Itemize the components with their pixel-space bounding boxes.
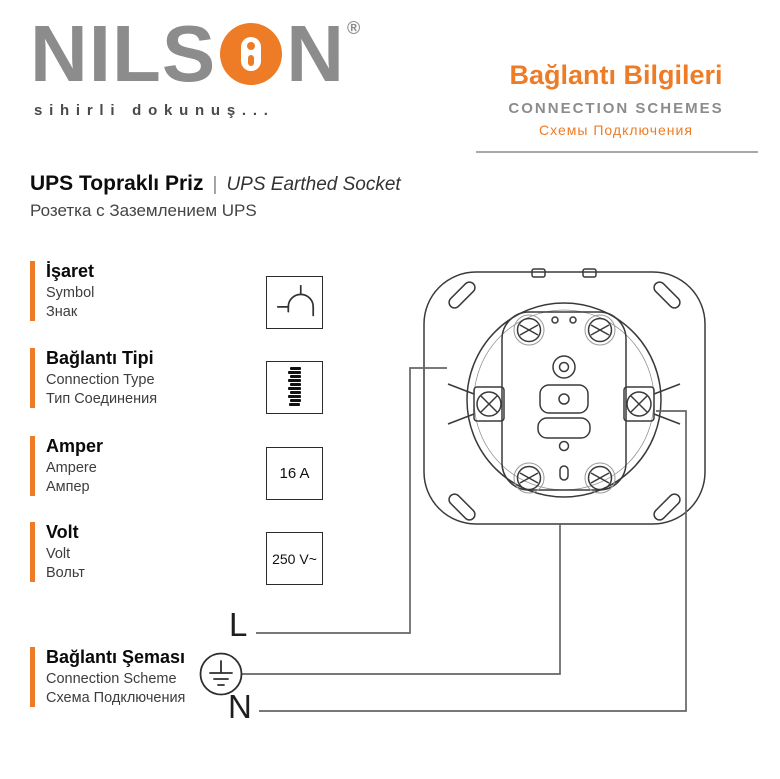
plug-icon (241, 37, 262, 71)
header-title-tr: Bağlantı Bilgileri (509, 60, 723, 90)
spec-title-tr: Volt (46, 522, 79, 542)
screw-bottom-right (584, 462, 616, 494)
spec-title-tr: Bağlantı Tipi (46, 348, 154, 368)
header-divider-line (476, 151, 758, 153)
spec-row-connection-scheme: Bağlantı Şeması Connection Scheme Схема … (30, 647, 186, 708)
title-divider: | (212, 174, 218, 195)
nilson-logo: NILS N ® sihirli dokunuş... (30, 9, 361, 120)
ampere-value-box: 16 A (266, 447, 323, 500)
screw-top-right (584, 314, 616, 346)
symbol-value-box (266, 276, 323, 329)
spec-title-tr: Bağlantı Şeması (46, 647, 186, 667)
neutral-terminal-label: N (228, 688, 252, 725)
spec-sub-en: Connection Scheme (46, 671, 177, 687)
center-pilot-hole (552, 355, 576, 379)
logo-text-right: N (286, 9, 346, 98)
spec-sub-ru: Схема Подключения (46, 689, 186, 706)
logo-o-plug-icon (220, 23, 283, 85)
corner-slot (653, 281, 681, 309)
connection-type-value-box (266, 361, 323, 414)
registered-mark: ® (347, 18, 361, 38)
header-title-en: CONNECTION SCHEMES (508, 100, 724, 117)
mechanism-body-circle (466, 302, 662, 498)
product-title-tr: UPS Topraklı Priz (30, 172, 204, 195)
screw-top-left (513, 314, 545, 346)
spec-sub-ru: Знак (46, 303, 78, 320)
spec-sub-en: Ampere (46, 460, 97, 476)
product-title-ru: Розетка с Заземлением UPS (30, 201, 257, 220)
logo-text-left: NILS (30, 9, 217, 98)
spec-sub-ru: Ампер (46, 478, 90, 495)
spec-sub-en: Symbol (46, 285, 95, 301)
logo-row: NILS N ® (30, 9, 361, 98)
connection-schemes-header: Bağlantı Bilgileri CONNECTION SCHEMES Сх… (472, 60, 760, 138)
spec-sub-ru: Тип Соединения (46, 390, 158, 407)
corner-slot (448, 281, 476, 309)
volt-value-box: 250 V~ (266, 532, 323, 585)
product-title: UPS Topraklı Priz | UPS Earthed Socket (30, 172, 401, 196)
socket-symbol-icon (276, 284, 314, 316)
spec-row-symbol: İşaret Symbol Знак (30, 261, 95, 322)
spec-sub-en: Connection Type (46, 372, 155, 388)
product-title-en: UPS Earthed Socket (226, 174, 401, 195)
spec-sub-ru: Вольт (46, 564, 85, 581)
brand-tagline: sihirli dokunuş... (34, 102, 275, 119)
spec-row-ampere: Amper Ampere Ампер (30, 436, 104, 497)
header-title-ru: Схемы Подключения (539, 122, 693, 138)
screw-terminal-icon (287, 366, 301, 406)
spec-title-tr: İşaret (46, 261, 95, 281)
spec-title-tr: Amper (46, 436, 104, 456)
ampere-value: 16 A (279, 465, 310, 482)
spec-row-connection-type: Bağlantı Tipi Connection Type Тип Соедин… (30, 348, 158, 409)
volt-value: 250 V~ (272, 550, 317, 567)
socket-mechanism-drawing (423, 268, 706, 525)
spec-row-volt: Volt Volt Вольт (30, 522, 85, 583)
line-terminal-label: L (229, 606, 248, 643)
spec-sub-en: Volt (46, 546, 71, 562)
center-block (539, 384, 589, 414)
